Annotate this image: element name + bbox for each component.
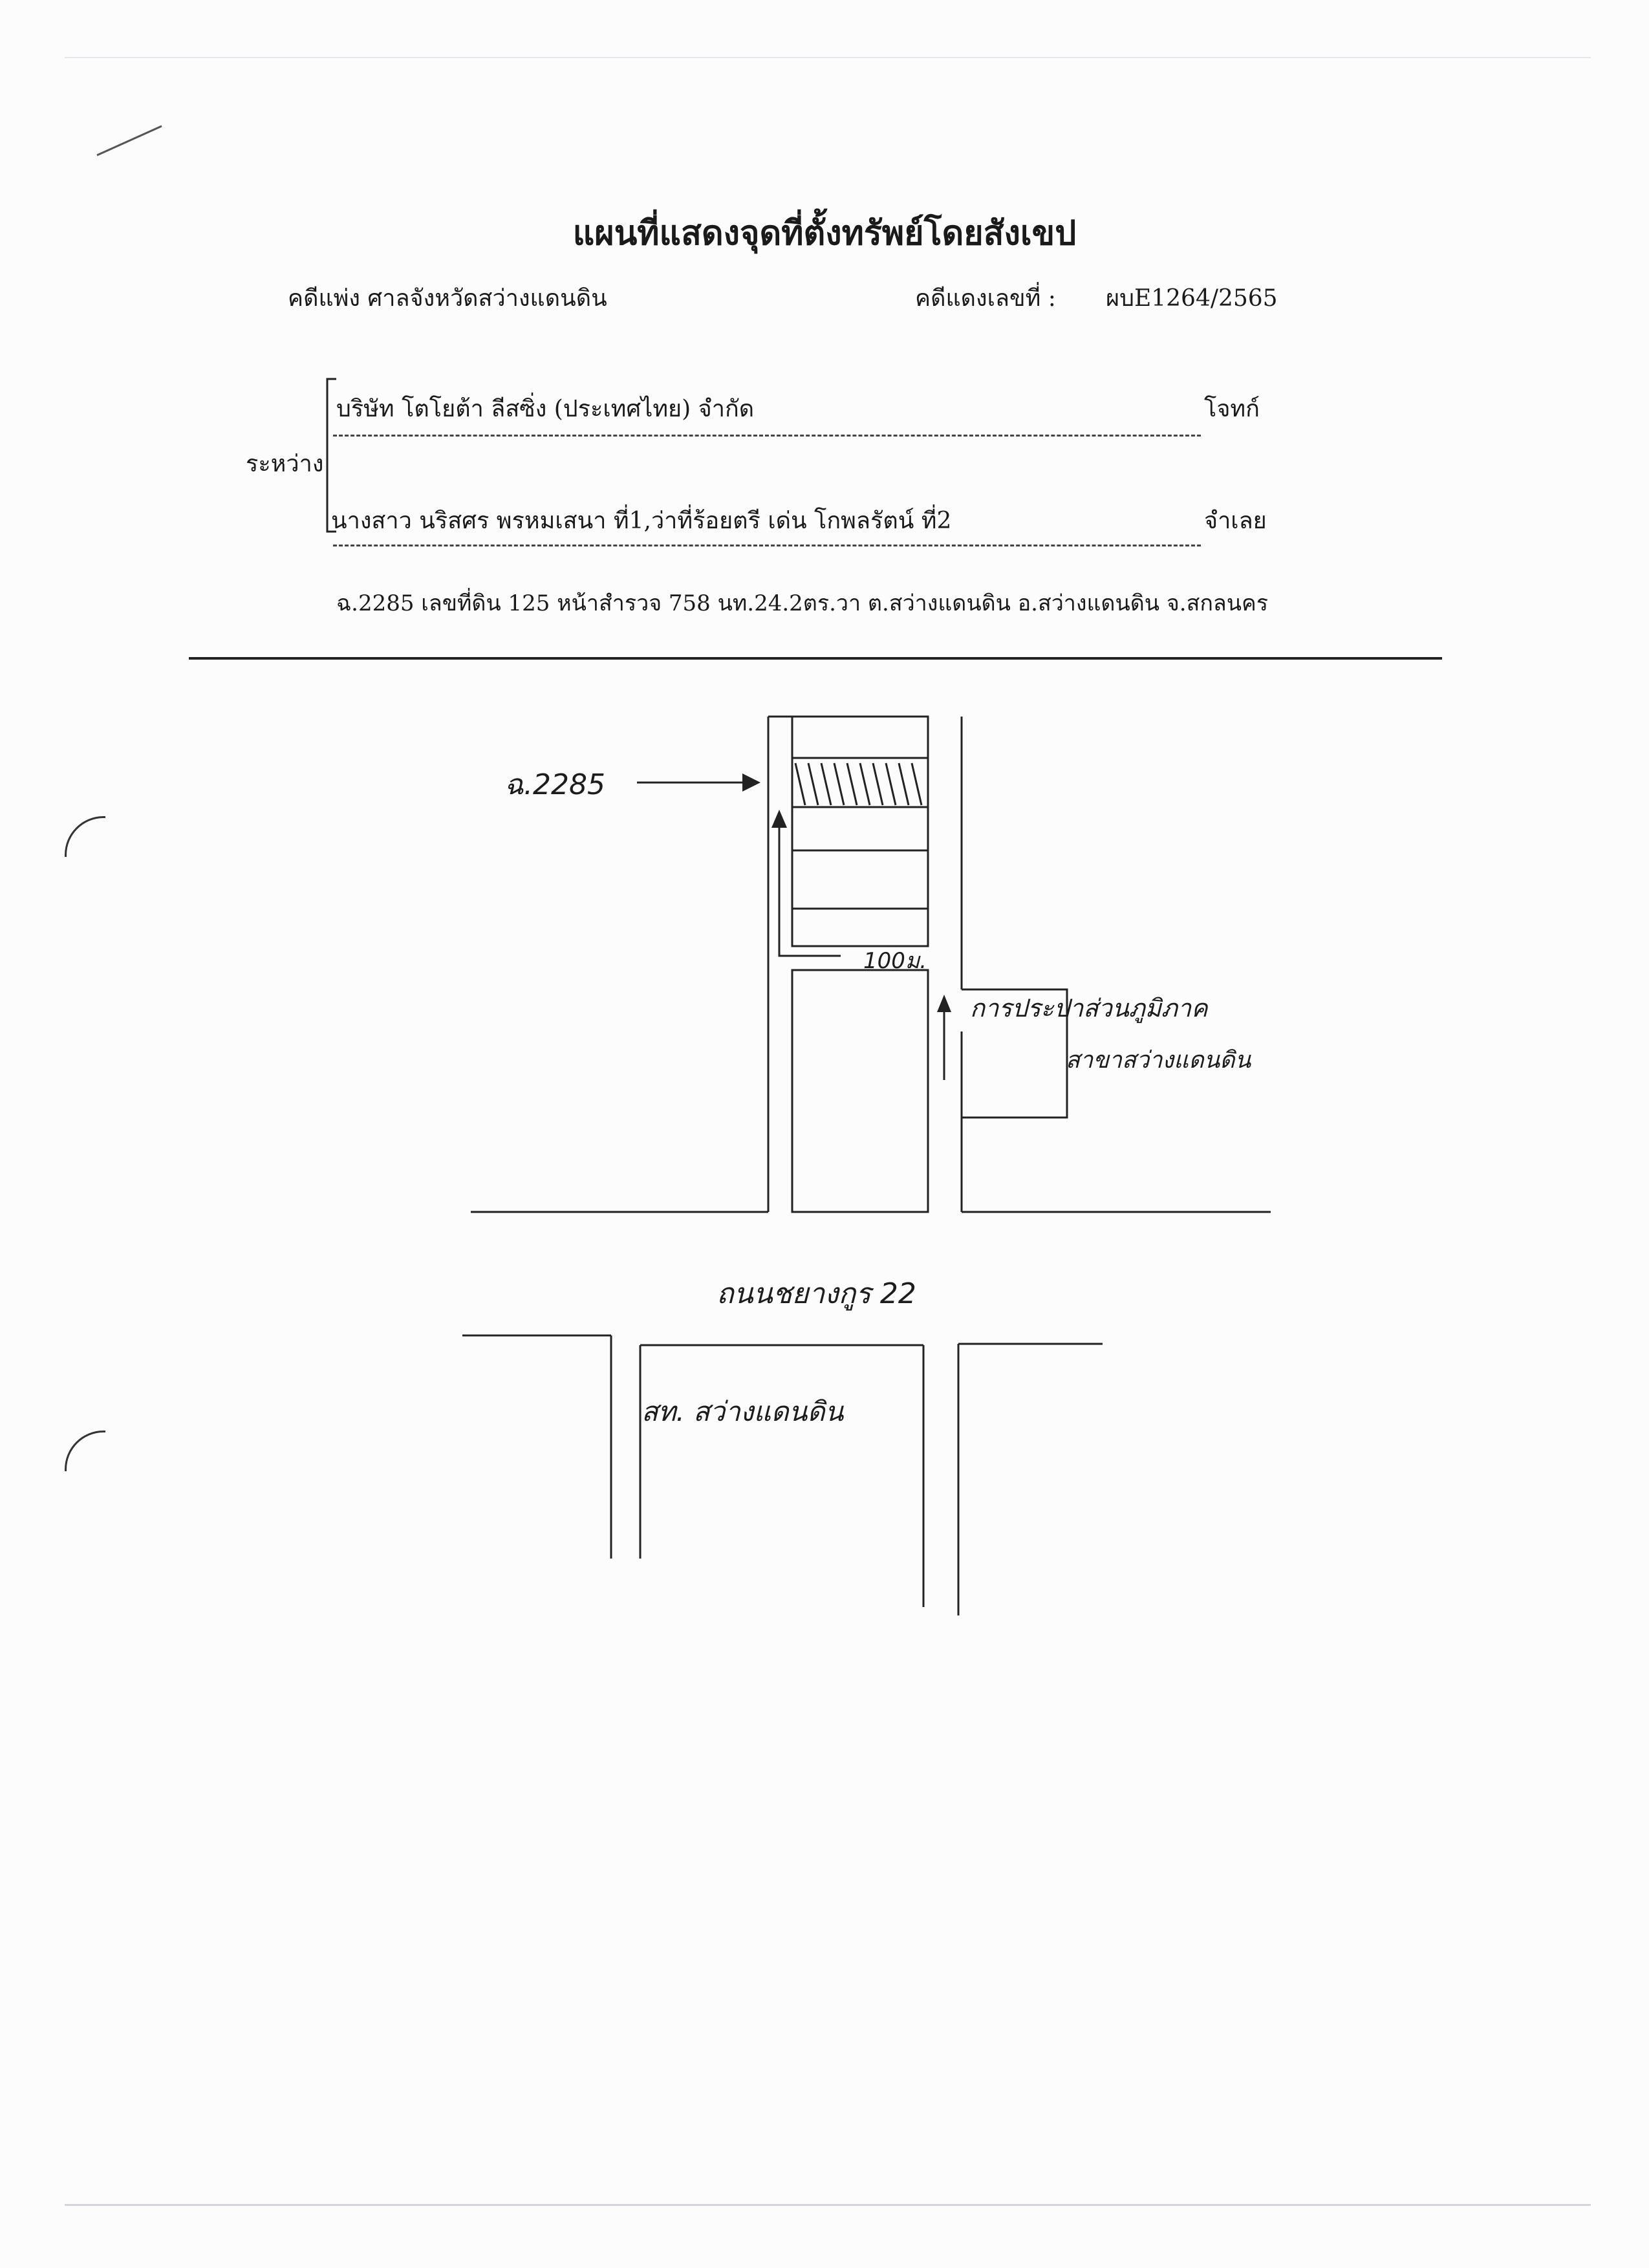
water-authority-label: การประปาส่วนภูมิภาค: [970, 994, 1208, 1022]
water-authority-branch-label: สาขาสว่างแดนดิน: [1066, 1047, 1251, 1074]
scan-edge-top: [65, 57, 1591, 58]
party-bracket: [326, 378, 336, 533]
plot-row: [791, 715, 929, 947]
stray-pen-mark: [96, 125, 162, 157]
document-title: แผนที่แสดงจุดที่ตั้งทรัพย์โดยสังเขป: [572, 213, 1077, 253]
case-number: ผบE1264/2565: [1106, 285, 1278, 312]
plaintiff-role: โจทก์: [1204, 396, 1260, 422]
station-label-handwritten: สท. สว่างแดนดิน: [641, 1396, 844, 1427]
lower-plot: [791, 969, 929, 1213]
court-label: คดีแพ่ง ศาลจังหวัดสว่างแดนดิน: [288, 285, 607, 312]
plot-number-handwritten: ฉ.2285: [504, 768, 605, 801]
water-authority-building: [962, 988, 1068, 1119]
distance-handwritten: 100ม.: [863, 948, 927, 974]
between-label: ระหว่าง: [246, 451, 324, 477]
plaintiff-dotted-line: [333, 435, 1201, 437]
distance-path: [778, 816, 841, 957]
defendant-names: นางสาว นริสศร พรหมเสนา ที่1,ว่าที่ร้อยตร…: [331, 508, 952, 534]
case-number-label: คดีแดงเลขที่ :: [915, 285, 1056, 312]
scan-edge-bottom: [65, 2204, 1591, 2206]
defendant-dotted-line: [333, 545, 1201, 546]
road-name-handwritten: ถนนชยางกูร 22: [717, 1277, 916, 1310]
property-description: ฉ.2285 เลขที่ดิน 125 หน้าสำรวจ 758 นท.24…: [336, 590, 1268, 616]
plaintiff-name: บริษัท โตโยต้า ลีสซิ่ง (ประเทศไทย) จำกัด: [336, 396, 755, 422]
target-plot-hatched: [794, 762, 923, 806]
defendant-role: จำเลย: [1204, 508, 1267, 534]
